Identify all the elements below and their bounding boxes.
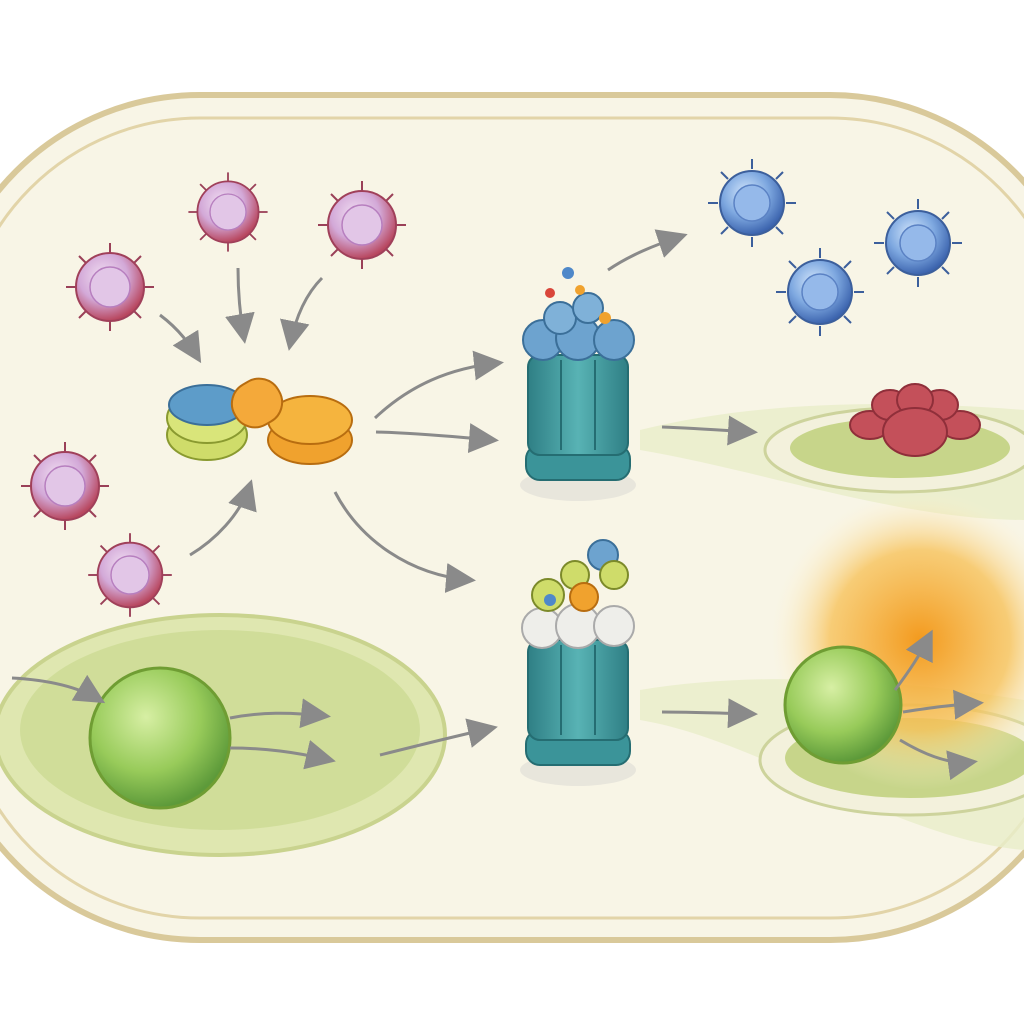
receptor-channel-icon — [519, 354, 637, 502]
cell-inner-boundary — [0, 116, 1024, 920]
arrow-icon — [159, 313, 202, 364]
virus-particle-icon — [707, 158, 797, 248]
receptor-cap-blue — [522, 267, 635, 361]
cell-sphere-icon — [783, 645, 903, 765]
receptor-channel-icon — [519, 639, 637, 787]
virus-particle-icon — [65, 242, 155, 332]
arrow-icon — [607, 229, 688, 272]
virus-particle-icon — [187, 171, 269, 253]
arrow-icon — [333, 491, 476, 593]
arrow-icon — [893, 629, 933, 691]
arrow-icon — [899, 738, 978, 781]
virus-particle-icon — [873, 198, 963, 288]
enzyme-complex-icon — [166, 377, 353, 465]
arrow-icon — [375, 423, 499, 454]
arrow-icon — [661, 415, 758, 446]
arrow-icon — [11, 674, 106, 704]
arrow-icon — [902, 689, 984, 720]
protein-cluster-icon — [849, 383, 981, 457]
arrow-icon — [189, 479, 257, 557]
arrow-icon — [379, 718, 498, 757]
arrow-icon — [280, 276, 324, 351]
arrow-icon — [225, 267, 255, 344]
virus-particle-icon — [20, 441, 110, 531]
virus-particle-icon — [775, 247, 865, 337]
virus-particle-icon — [317, 180, 407, 270]
arrow-icon — [229, 740, 336, 770]
arrow-icon — [373, 350, 504, 420]
arrow-icon — [661, 698, 758, 729]
receptor-cap-mixed — [521, 539, 635, 649]
cell-sphere-icon — [88, 666, 232, 810]
arrow-icon — [229, 698, 331, 729]
virus-particle-icon — [87, 532, 173, 618]
